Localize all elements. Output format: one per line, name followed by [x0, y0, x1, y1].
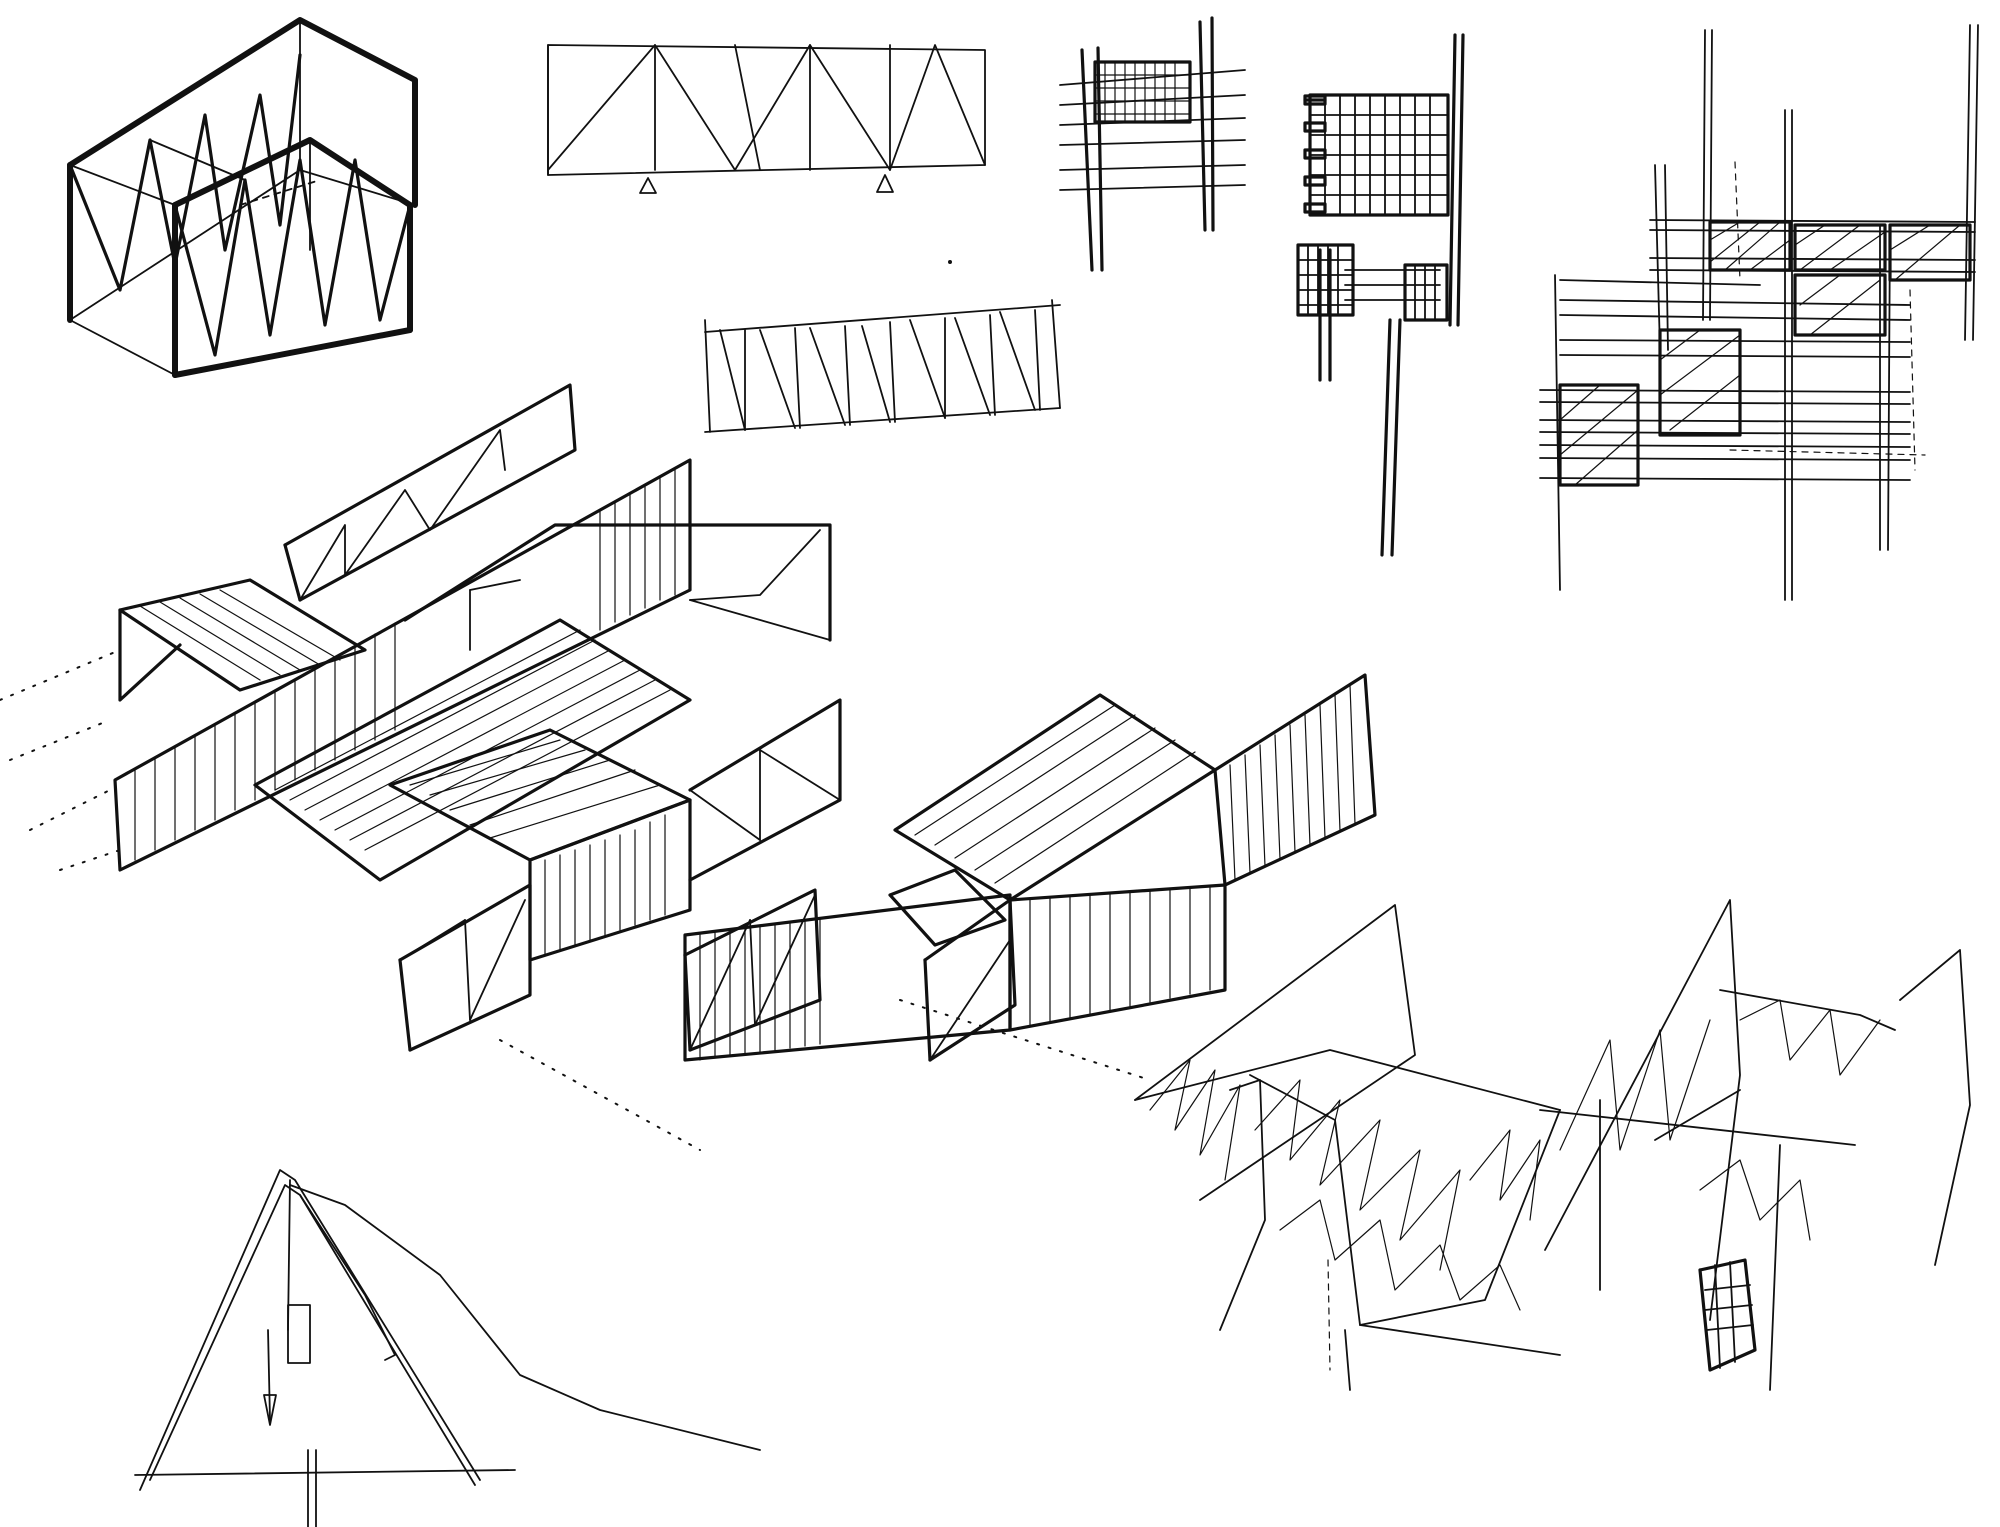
wall-hatching: [134, 467, 676, 861]
scribble-hatching: [1149, 999, 1881, 1311]
facade-plan-b: [1296, 33, 1465, 557]
bridge-pair-isometric: [683, 673, 1377, 1062]
truss-box-isometric: [67, 17, 418, 378]
volume-perspective: [1134, 899, 1971, 1391]
truss-strip: [704, 299, 1061, 433]
tent-elevation: [134, 1169, 761, 1527]
facade-plan-a: [1059, 16, 1246, 272]
facade-plan-c: [1539, 24, 1979, 601]
truss-elevation: [547, 44, 986, 264]
bridge-cluster-isometric: [0, 383, 1151, 1151]
hatched-window: [1698, 1258, 1757, 1372]
